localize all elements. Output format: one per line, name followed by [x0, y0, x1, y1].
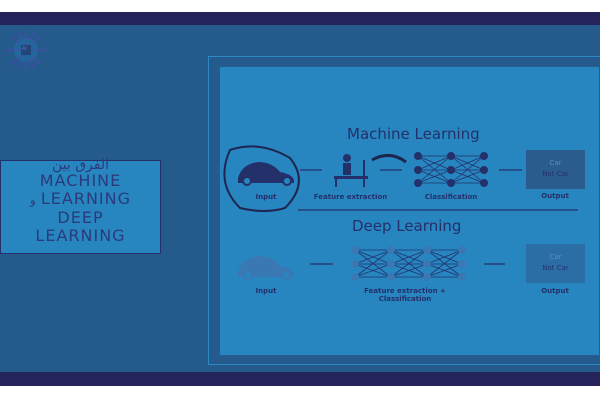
dl-net-edge	[426, 249, 463, 278]
ml-title: Machine Learning	[347, 125, 480, 143]
diagram-panel	[219, 66, 600, 356]
ml-net-edge	[417, 169, 452, 184]
top-band	[0, 12, 600, 25]
dl-feature-class-label: Feature extraction + Classification	[364, 287, 446, 303]
ml-net-node	[447, 152, 455, 160]
dl-net-edge	[390, 249, 428, 265]
dl-net-edge	[426, 249, 463, 265]
ml-net-edge	[417, 155, 452, 184]
dl-output-label: Output	[541, 287, 569, 295]
ml-output-notcar: Not Car	[542, 170, 569, 178]
ml-net-node	[414, 166, 422, 174]
dl-net-node	[458, 273, 466, 281]
ml-net-edge	[450, 155, 485, 171]
dl-net-node	[387, 273, 395, 281]
title-line-1: MACHINE	[39, 171, 122, 190]
title-line-4: LEARNING	[35, 226, 126, 245]
dl-net-node	[423, 260, 431, 268]
ml-net-node	[414, 152, 422, 160]
dl-net-node	[351, 246, 359, 254]
ml-output-label: Output	[541, 192, 569, 200]
image-frame	[208, 56, 600, 365]
dl-net-node	[351, 273, 359, 281]
ml-output-car: Car	[549, 159, 562, 167]
neural-network-icons	[351, 152, 488, 281]
car-icon-dl	[238, 256, 294, 280]
hand-drawn-arrow	[371, 154, 407, 164]
dl-net-edge	[426, 263, 463, 278]
dl-net-node	[458, 260, 466, 268]
ml-feature-label: Feature extraction	[313, 193, 388, 201]
dl-title: Deep Learning	[352, 217, 462, 235]
dl-input-label: Input	[255, 287, 277, 295]
dl-output-notcar: Not Car	[542, 264, 569, 272]
car-icon-ml	[238, 162, 294, 186]
dl-net-node	[351, 260, 359, 268]
ml-net-node	[480, 152, 488, 160]
ml-classification-label: Classification	[424, 193, 478, 201]
ml-net-node	[447, 166, 455, 174]
ml-net-edge	[417, 155, 452, 171]
ml-output-box: Car Not Car	[526, 150, 585, 189]
dl-net-edge	[354, 249, 392, 278]
bottom-band	[0, 372, 600, 386]
dl-output-box: Car Not Car	[526, 244, 585, 283]
hand-drawn-circle	[223, 145, 300, 212]
ml-input-label: Input	[255, 193, 277, 201]
ml-net-edge	[450, 169, 485, 184]
dl-net-node	[423, 246, 431, 254]
ai-chip-icon	[6, 30, 46, 70]
person-at-desk-icon	[334, 154, 368, 187]
ml-net-node	[480, 179, 488, 187]
arrows	[298, 169, 578, 265]
conjunction: و	[29, 193, 36, 207]
dl-net-node	[387, 246, 395, 254]
title-line-3: DEEP	[57, 208, 104, 227]
ml-net-edge	[450, 155, 485, 184]
logo-text: AI	[22, 46, 27, 52]
dl-output-car: Car	[549, 253, 562, 261]
dl-net-edge	[390, 249, 428, 278]
ml-net-node	[447, 179, 455, 187]
title-box: الفرق بين MACHINE و LEARNING DEEP LEARNI…	[0, 157, 161, 254]
dl-net-edge	[354, 263, 392, 278]
dl-net-node	[423, 273, 431, 281]
ml-net-node	[480, 166, 488, 174]
ml-net-node	[414, 179, 422, 187]
arabic-title: الفرق بين	[51, 157, 110, 173]
dl-net-node	[387, 260, 395, 268]
dl-net-node	[458, 246, 466, 254]
title-line-2: LEARNING	[40, 189, 132, 208]
dl-net-edge	[354, 249, 392, 265]
dl-net-edge	[390, 263, 428, 278]
